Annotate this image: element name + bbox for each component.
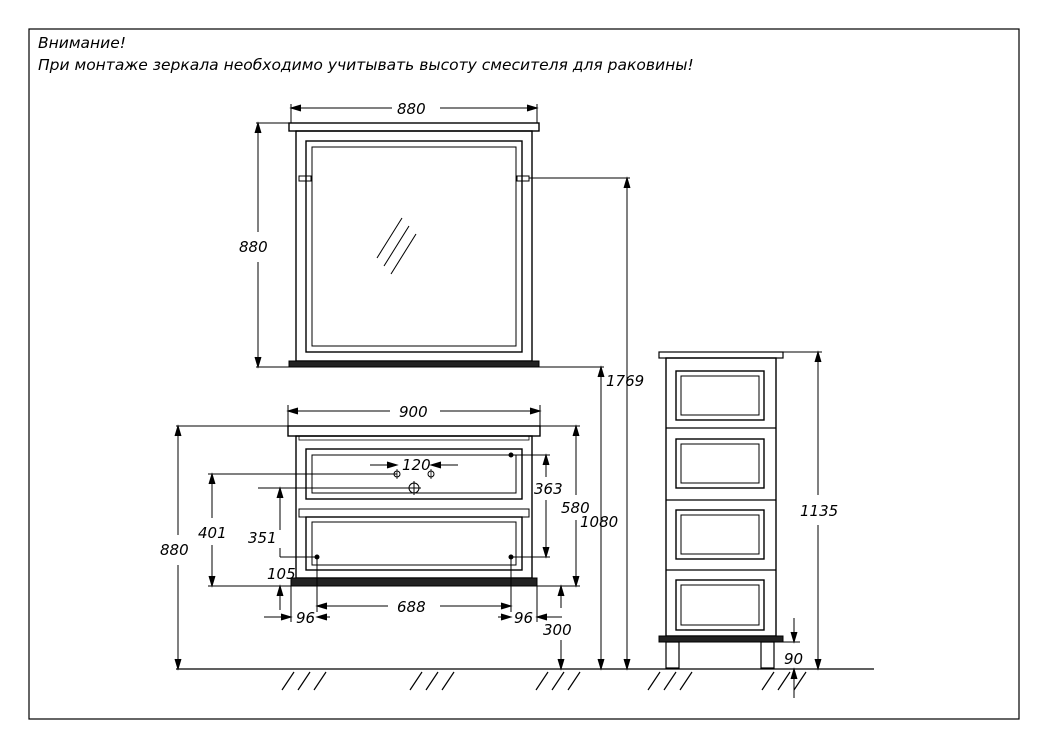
warning-text: При монтаже зеркала необходимо учитывать… [38,56,694,74]
dim-cabinet-leg: 90 [784,650,803,668]
vanity [287,425,541,587]
dim-105: 105 [267,565,296,583]
dim-96-left: 96 [296,609,315,627]
dim-mirror-height: 880 [239,238,268,256]
dim-351: 351 [248,529,277,547]
dimension-labels: 880 880 1769 900 880 1080 120 363 580 40… [160,100,838,668]
dim-mirror-mount-height: 1769 [606,372,644,390]
mirror [288,122,540,368]
dim-401: 401 [198,524,227,542]
dim-vanity-width: 900 [399,403,428,421]
dim-side-holes-height: 580 [561,499,590,517]
dim-688: 688 [397,598,426,616]
drawing-frame [28,28,1020,720]
dimension-lines [174,104,822,698]
tall-cabinet [658,351,784,669]
floor [176,668,874,691]
dim-cabinet-height: 1135 [800,502,838,520]
dim-vanity-height: 880 [160,541,189,559]
dim-mirror-width: 880 [397,100,426,118]
dim-300: 300 [543,621,572,639]
dim-96-right: 96 [514,609,533,627]
dim-vanity-top-height: 1080 [580,513,618,531]
dim-tap-to-top: 363 [534,480,563,498]
dim-tap-spacing: 120 [402,456,431,474]
warning-title: Внимание! [38,34,126,52]
